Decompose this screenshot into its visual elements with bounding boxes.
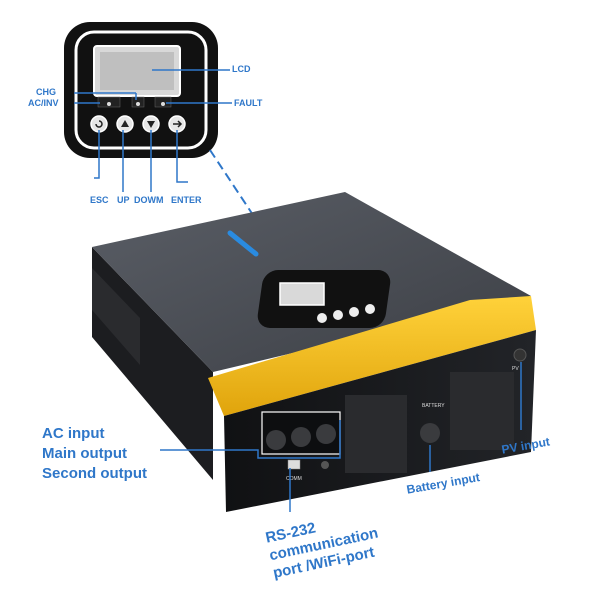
blue-accent-stripe <box>227 230 259 257</box>
ground-icon <box>321 461 329 469</box>
second-output-label: Second output <box>42 465 147 482</box>
indicator-leds <box>97 96 172 108</box>
comm-port-icon <box>287 459 301 470</box>
zoomed-control-panel <box>64 22 218 158</box>
inverter-body: BATTERY COMM PV <box>92 192 536 512</box>
cooling-fans <box>345 372 514 473</box>
body-callout-lines <box>160 362 522 512</box>
lcd-label: LCD <box>232 64 251 74</box>
enter-label: ENTER <box>171 195 202 205</box>
comm-device-label: COMM <box>286 476 302 482</box>
ac-terminals <box>261 411 341 455</box>
ac-inv-label: AC/INV <box>28 98 59 108</box>
ac-inv-led <box>107 102 111 106</box>
main-output-label: Main output <box>42 445 127 462</box>
yellow-band <box>208 296 536 416</box>
body-control-panel <box>257 270 391 328</box>
chg-label: CHG <box>36 87 56 97</box>
lcd-display-area <box>100 52 174 90</box>
fault-led <box>161 102 165 106</box>
panel-rim <box>74 30 208 150</box>
esc-button-icon <box>90 115 108 133</box>
esc-label: ESC <box>90 195 109 205</box>
pv-port-icon <box>513 348 527 362</box>
pv-device-label: PV <box>512 366 519 372</box>
chg-led <box>136 102 140 106</box>
up-label: UP <box>117 195 130 205</box>
battery-device-label: BATTERY <box>422 403 445 409</box>
ac-input-label: AC input <box>42 425 105 442</box>
fault-label: FAULT <box>234 98 263 108</box>
down-label: DOWM <box>134 195 164 205</box>
